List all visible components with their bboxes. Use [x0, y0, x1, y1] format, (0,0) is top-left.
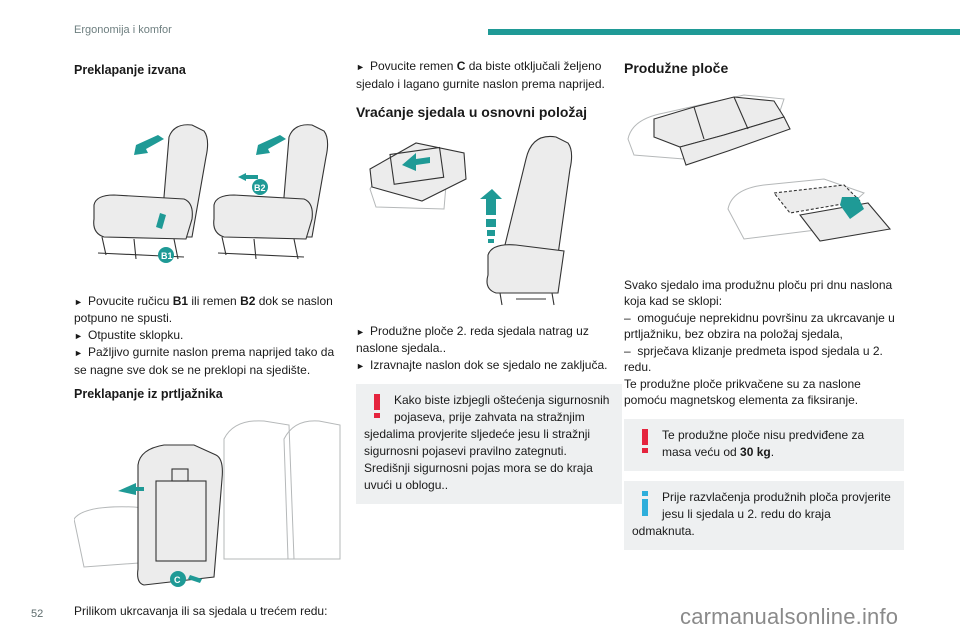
triangle-bullet-icon: ►	[74, 296, 83, 307]
restore-steps: ►Produžne ploče 2. reda sjedala natrag u…	[356, 323, 622, 375]
column-extension-plates: Produžne ploče Svako sjedalo ima produžn…	[624, 58, 904, 550]
figure-seat-fold-boot: C	[73, 409, 342, 599]
triangle-bullet-icon: ►	[74, 330, 83, 341]
warning-note-seatbelts: Kako biste izbjegli oštećenja sigurnosni…	[356, 384, 622, 504]
step-pull-handle: ►Povucite ručicu B1 ili remen B2 dok se …	[74, 293, 333, 326]
heading-fold-from-boot: Preklapanje iz prtljažnika	[74, 387, 223, 401]
warning-text: Kako biste izbjegli oštećenja sigurnosni…	[364, 393, 610, 492]
seat-restore-illustration	[369, 135, 573, 305]
label-c: C	[174, 575, 181, 585]
warning-note-weight: Te produžne ploče nisu predviđene za mas…	[624, 418, 904, 471]
section-header-title: Ergonomija i komfor	[74, 24, 172, 36]
info-text: Prije razvlačenja produžnih ploča provje…	[632, 489, 891, 538]
dash-bullet-icon: –	[624, 310, 631, 325]
seat-left: B1	[93, 123, 209, 263]
page-number: 52	[31, 608, 44, 620]
boot-fold-illustration: C	[73, 419, 341, 587]
bullet-continuous-surface: – omogućuje neprekidnu površinu za ukrca…	[624, 310, 895, 342]
figure-extension-plates	[624, 89, 904, 249]
warning-icon	[636, 428, 654, 455]
step-pull-strap-c: ►Povucite remen C da biste otključali že…	[356, 59, 605, 91]
step-extension-plates-back: ►Produžne ploče 2. reda sjedala natrag u…	[356, 323, 589, 356]
label-b2: B2	[254, 183, 266, 193]
column-restore: ►Povucite remen C da biste otključali že…	[356, 58, 622, 504]
step-straighten-backrest: ►Izravnajte naslon dok se sjedalo ne zak…	[356, 357, 622, 375]
watermark-link[interactable]: carmanualsonline.info	[680, 604, 899, 629]
heading-extension-plates: Produžne ploče	[624, 60, 729, 76]
figure-seat-fold-outside: B1 B2	[74, 87, 342, 277]
triangle-bullet-icon: ►	[356, 62, 365, 72]
seat-fold-illustration: B1 B2	[93, 123, 329, 263]
figure-seat-restore	[356, 129, 622, 309]
fold-outside-steps: ►Povucite ručicu B1 ili remen B2 dok se …	[74, 293, 342, 379]
seat-right: B2	[213, 123, 329, 259]
heading-restore-seat: Vraćanje sjedala u osnovni položaj	[356, 104, 588, 120]
info-note-seats-back: Prije razvlačenja produžnih ploča provje…	[624, 480, 904, 550]
intro-text: Svako sjedalo ima produžnu ploču pri dnu…	[624, 277, 893, 309]
bullet-prevent-sliding: – sprječava klizanje predmeta ispod sjed…	[624, 343, 883, 375]
heading-fold-outside: Preklapanje izvana	[74, 63, 186, 77]
extension-plates-description: Svako sjedalo ima produžnu ploču pri dnu…	[624, 277, 904, 409]
triangle-bullet-icon: ►	[356, 360, 365, 371]
warning-icon	[368, 394, 386, 420]
triangle-bullet-icon: ►	[74, 348, 83, 358]
column-folding: Preklapanje izvana B1 B2	[73, 58, 342, 619]
closing-text: Prilikom ukrcavanja ili sa sjedala u tre…	[74, 603, 328, 618]
info-icon	[636, 490, 654, 517]
step-release: ►Otpustite sklopku.	[74, 327, 342, 345]
dash-bullet-icon: –	[624, 343, 631, 358]
step-push-forward: ►Pažljivo gurnite naslon prema naprijed …	[74, 345, 335, 377]
attach-text: Te produžne ploče prikvačene su za naslo…	[624, 376, 861, 408]
extension-plates-illustration	[627, 93, 892, 242]
label-b1: B1	[161, 251, 173, 261]
header-accent-bar	[488, 29, 960, 35]
triangle-bullet-icon: ►	[356, 326, 365, 337]
